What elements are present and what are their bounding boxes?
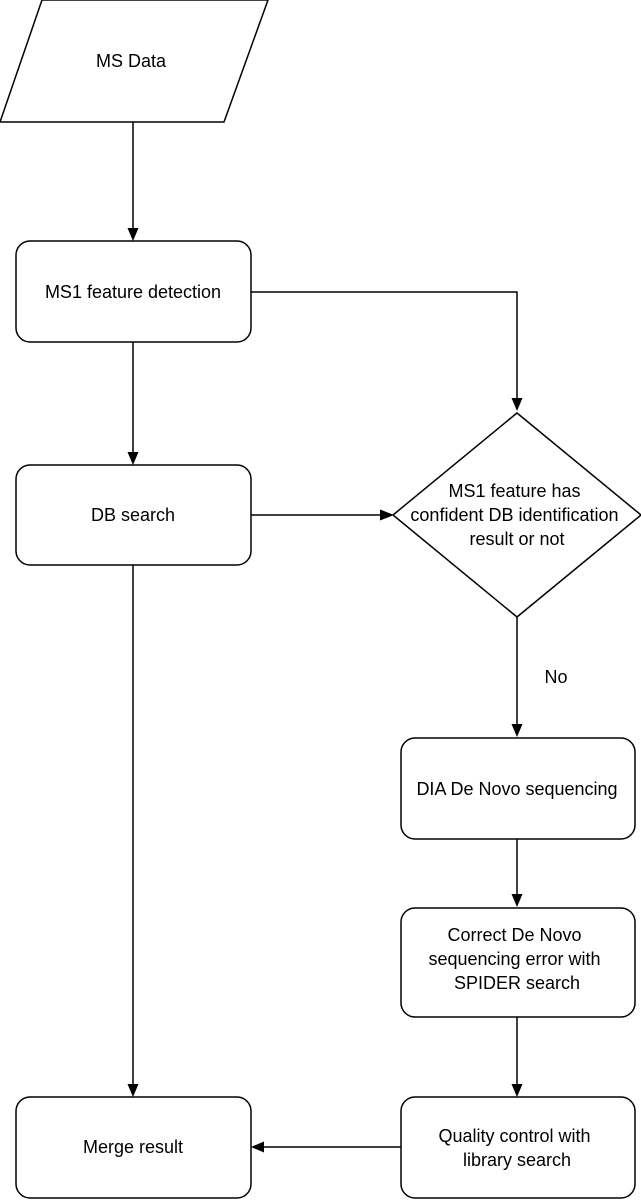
node-decision: MS1 feature has confident DB identificat… xyxy=(391,412,641,618)
arrowhead-feature-detection-to-db-search xyxy=(127,452,139,465)
node-ms-data: MS Data xyxy=(0,0,269,123)
edges: No xyxy=(127,122,568,1153)
ms1-feature-detection-box xyxy=(15,240,252,343)
arrowhead-quality-control-to-merge xyxy=(251,1141,264,1153)
merge-result-box xyxy=(15,1096,252,1199)
arrowhead-decision-to-dia-de-novo xyxy=(511,724,523,737)
node-merge-result: Merge result xyxy=(15,1096,252,1199)
arrowhead-ms-data-to-feature-detection xyxy=(127,228,139,241)
edge-label-no: No xyxy=(544,667,567,687)
node-correct-de-novo: Correct De Novo sequencing error with SP… xyxy=(400,907,636,1018)
node-db-search: DB search xyxy=(15,464,252,566)
decision-diamond xyxy=(391,412,641,618)
edge-feature-detection-to-decision xyxy=(251,291,518,398)
arrowhead-correct-to-quality-control xyxy=(511,1084,523,1097)
correct-de-novo-box xyxy=(400,907,636,1018)
node-merge-result-label: Merge result xyxy=(83,1137,183,1157)
node-dia-de-novo-label: DIA De Novo sequencing xyxy=(416,779,617,799)
arrowhead-db-search-to-merge xyxy=(127,1084,139,1097)
arrowhead-dia-de-novo-to-correct xyxy=(511,894,523,907)
node-correct-de-novo-label: Correct De Novo sequencing error with SP… xyxy=(428,925,605,993)
node-ms1-feature-detection-label: MS1 feature detection xyxy=(45,282,221,302)
node-decision-label: MS1 feature has confident DB identificat… xyxy=(410,481,623,549)
ms-data-parallelogram xyxy=(0,0,269,123)
quality-control-box xyxy=(400,1096,636,1199)
dia-de-novo-box xyxy=(400,737,636,840)
arrowhead-db-search-to-decision xyxy=(380,509,394,521)
node-ms-data-label: MS Data xyxy=(96,51,167,71)
node-db-search-label: DB search xyxy=(91,505,175,525)
node-quality-control-label: Quality control with library search xyxy=(438,1126,595,1170)
node-quality-control: Quality control with library search xyxy=(400,1096,636,1199)
node-ms1-feature-detection: MS1 feature detection xyxy=(15,240,252,343)
db-search-box xyxy=(15,464,252,566)
arrowhead-feature-detection-to-decision xyxy=(511,398,523,411)
node-dia-de-novo: DIA De Novo sequencing xyxy=(400,737,636,840)
